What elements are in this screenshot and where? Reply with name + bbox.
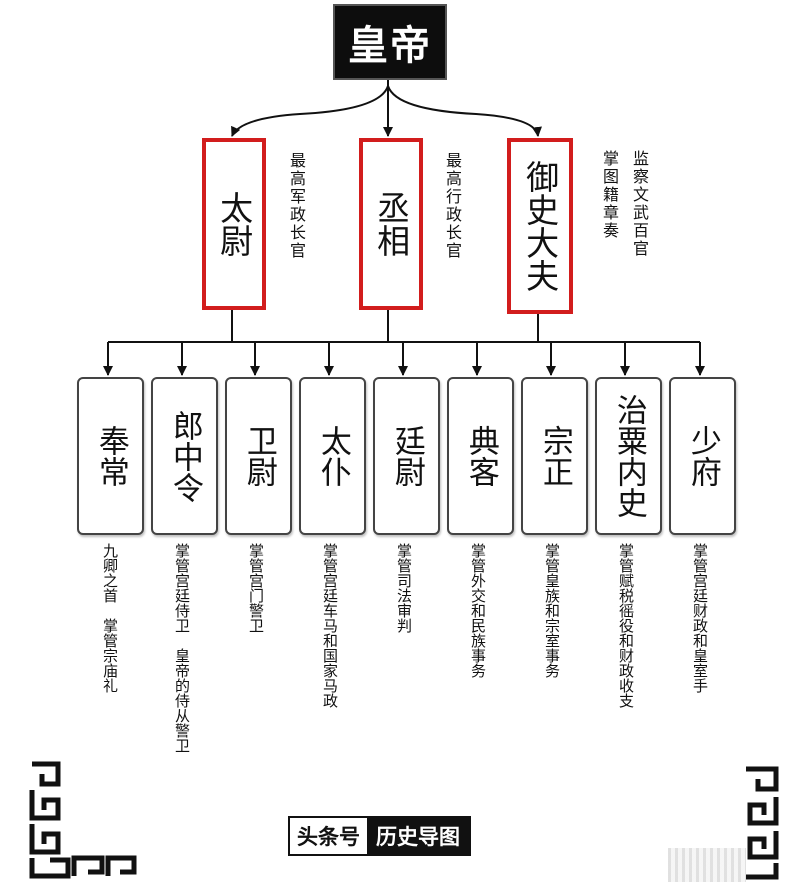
minister-langzhongling-duty: 掌管宫廷侍卫 皇帝的侍从警卫 [173, 543, 191, 753]
watermark-left: 头条号 [290, 818, 367, 854]
minister-zhisuneishi-duty: 掌管赋税徭役和财政收支 [617, 543, 635, 708]
minister-tingwei-duty: 掌管司法审判 [395, 543, 413, 633]
official-yushidafu-note-2: 掌图籍章奏 [600, 150, 619, 240]
minister-name: 郎中令 [166, 409, 203, 503]
minister-name: 太仆 [314, 425, 351, 487]
minister-taipu: 太仆 [299, 377, 366, 535]
official-taiwei-note: 最高军政长官 [287, 152, 306, 260]
minister-langzhongling: 郎中令 [151, 377, 218, 535]
minister-fengchang: 奉常 [77, 377, 144, 535]
minister-name: 宗正 [536, 425, 573, 487]
official-chengxiang-note: 最高行政长官 [443, 152, 462, 260]
minister-dianke: 典客 [447, 377, 514, 535]
watermark-right: 历史导图 [367, 818, 469, 854]
official-yushidafu-note-1: 监察文武百官 [630, 150, 649, 258]
connector-emperor-yushi [387, 85, 542, 137]
official-yushidafu-name: 御史大夫 [520, 160, 560, 292]
official-chengxiang: 丞相 [359, 138, 423, 310]
official-taiwei: 太尉 [202, 138, 266, 310]
minister-fengchang-duty: 九卿之首 掌管宗庙礼 [101, 543, 119, 693]
official-chengxiang-name: 丞相 [371, 191, 411, 257]
minister-weiwei-duty: 掌管宫门警卫 [247, 543, 265, 633]
minister-zongzheng-duty: 掌管皇族和宗室事务 [543, 543, 561, 678]
minister-name: 卫尉 [240, 425, 277, 487]
minister-name: 少府 [684, 425, 721, 487]
minister-name: 典客 [462, 425, 499, 487]
minister-shaofu: 少府 [669, 377, 736, 535]
source-watermark: 头条号 历史导图 [288, 816, 471, 856]
emperor-label: 皇帝 [348, 22, 432, 69]
minister-weiwei: 卫尉 [225, 377, 292, 535]
minister-taipu-duty: 掌管宫廷车马和国家马政 [321, 543, 339, 708]
blurred-mark [668, 848, 746, 882]
connector-emperor-taiwei [231, 85, 389, 137]
minister-name: 治粟内史 [610, 394, 647, 518]
official-yushidafu: 御史大夫 [507, 138, 573, 314]
minister-dianke-duty: 掌管外交和民族事务 [469, 543, 487, 678]
fret-corner-left-ornament [29, 761, 137, 879]
minister-name: 廷尉 [388, 425, 425, 487]
emperor-node: 皇帝 [333, 4, 447, 80]
minister-zongzheng: 宗正 [521, 377, 588, 535]
minister-tingwei: 廷尉 [373, 377, 440, 535]
official-taiwei-name: 太尉 [214, 191, 254, 257]
minister-shaofu-duty: 掌管宫廷财政和皇室手 [691, 543, 709, 693]
fret-corner-right-ornament [746, 766, 779, 880]
minister-zhisuneishi: 治粟内史 [595, 377, 662, 535]
minister-name: 奉常 [92, 425, 129, 487]
